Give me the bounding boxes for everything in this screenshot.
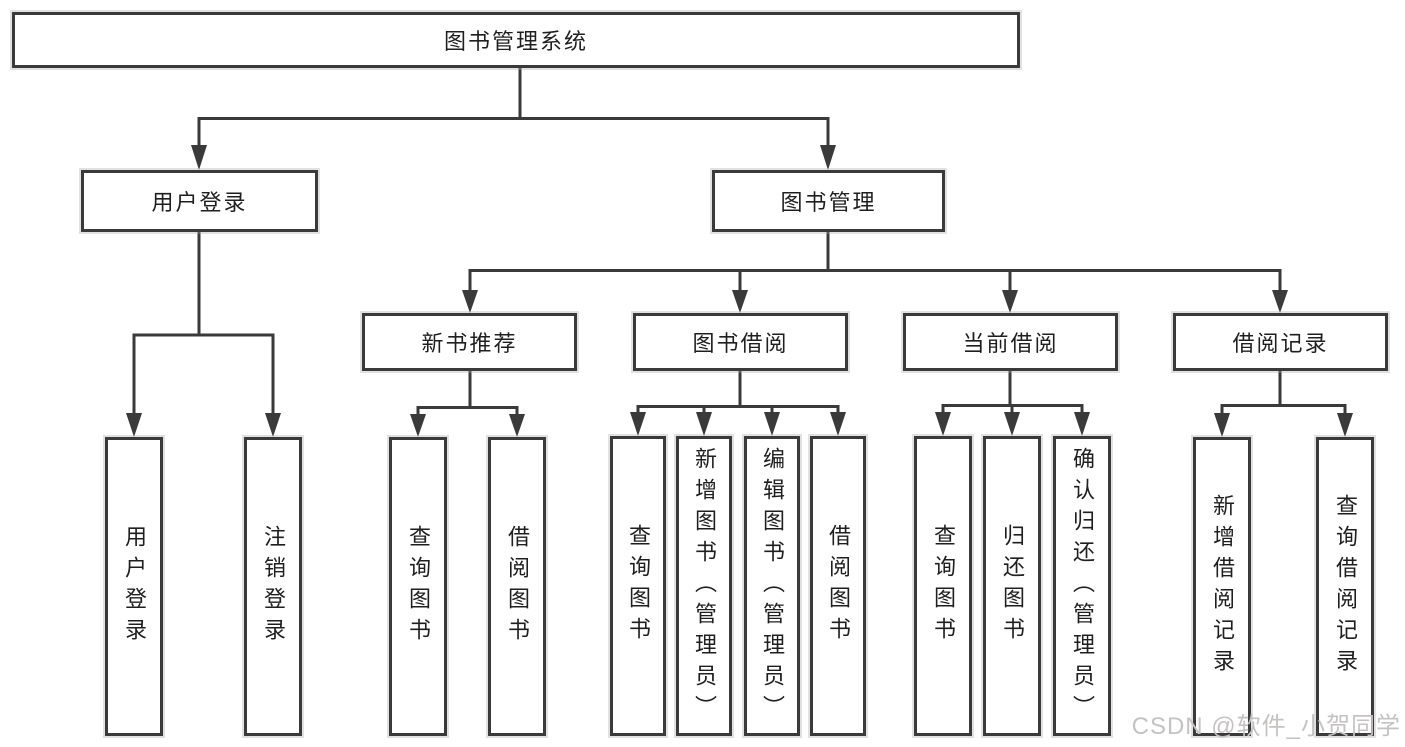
node-root: 图书管理系统 [12, 12, 1020, 68]
node-borrow-records: 借阅记录 [1173, 313, 1388, 371]
node-new-book-recommend-label: 新书推荐 [421, 331, 518, 356]
node-current-borrow: 当前借阅 [903, 313, 1118, 371]
leaf-nb-query-books-label: 查询图书 [406, 524, 431, 649]
node-root-label: 图书管理系统 [443, 29, 588, 54]
leaf-cb-return-books: 归还图书 [983, 436, 1041, 736]
leaf-bb-edit-books-label: 编辑图书（管理员） [760, 446, 785, 726]
leaf-cb-query-books: 查询图书 [914, 436, 972, 736]
leaf-bb-borrow-books: 借阅图书 [810, 436, 866, 736]
node-current-borrow-label: 当前借阅 [962, 331, 1059, 356]
leaf-logout-label: 注销登录 [261, 524, 286, 649]
node-user-login-label: 用户登录 [151, 190, 248, 215]
leaf-logout: 注销登录 [244, 437, 302, 736]
leaf-cb-confirm-return: 确认归还（管理员） [1053, 436, 1111, 736]
leaf-br-query-record-label: 查询借阅记录 [1333, 493, 1358, 680]
leaf-bb-edit-books: 编辑图书（管理员） [744, 436, 800, 736]
node-book-borrow-label: 图书借阅 [692, 331, 789, 356]
node-user-login: 用户登录 [81, 170, 318, 232]
leaf-cb-return-books-label: 归还图书 [1000, 524, 1025, 648]
node-book-borrow: 图书借阅 [633, 313, 848, 371]
leaf-cb-confirm-return-label: 确认归还（管理员） [1070, 446, 1095, 726]
leaf-nb-borrow-books-label: 借阅图书 [505, 524, 530, 649]
leaf-bb-query-books: 查询图书 [610, 436, 666, 736]
leaf-bb-query-books-label: 查询图书 [626, 524, 651, 648]
node-borrow-records-label: 借阅记录 [1232, 331, 1329, 356]
leaf-bb-add-books: 新增图书（管理员） [676, 436, 732, 736]
leaf-user-login-label: 用户登录 [122, 524, 147, 649]
leaf-br-query-record: 查询借阅记录 [1316, 437, 1374, 736]
watermark: CSDN @软件_小贺同学 [1131, 713, 1401, 740]
leaf-nb-query-books: 查询图书 [389, 437, 447, 736]
leaf-user-login: 用户登录 [105, 437, 163, 736]
leaf-br-add-record-label: 新增借阅记录 [1210, 493, 1235, 680]
leaf-br-add-record: 新增借阅记录 [1193, 437, 1251, 736]
leaf-bb-add-books-label: 新增图书（管理员） [692, 446, 717, 726]
leaf-nb-borrow-books: 借阅图书 [488, 437, 546, 736]
node-book-management: 图书管理 [712, 170, 945, 232]
leaf-cb-query-books-label: 查询图书 [931, 524, 956, 648]
leaf-bb-borrow-books-label: 借阅图书 [826, 524, 851, 648]
node-book-management-label: 图书管理 [780, 190, 877, 215]
node-new-book-recommend: 新书推荐 [362, 313, 577, 371]
